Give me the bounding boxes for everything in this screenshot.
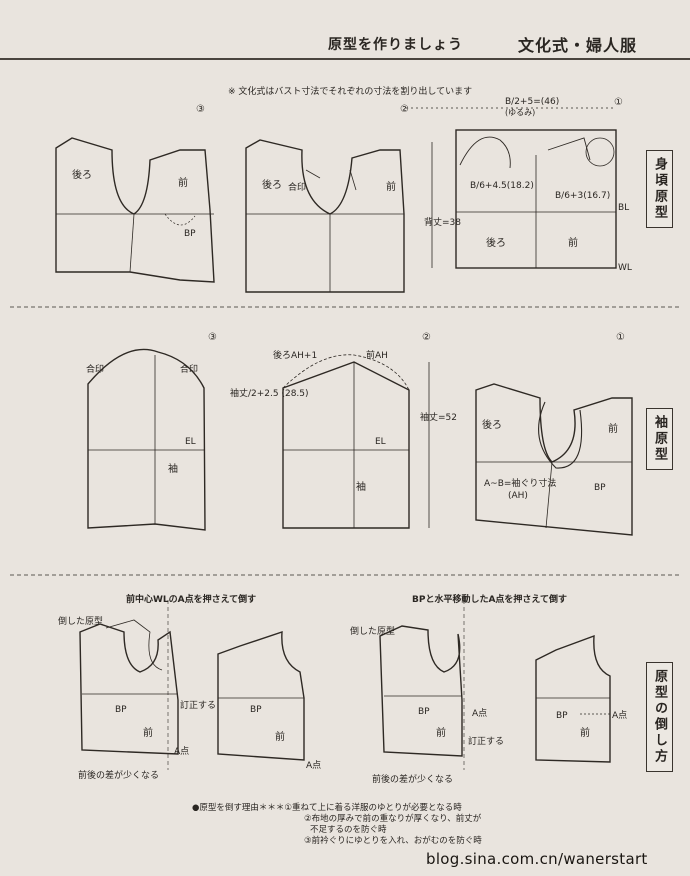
label-front: 前 [143, 726, 153, 739]
label-point-a: A点 [472, 708, 487, 719]
label-sleeve-length: 袖丈/2+2.5 (28.5) [230, 387, 309, 399]
label-front: 前 [608, 422, 618, 435]
label-correct: 訂正する [180, 699, 216, 711]
footnote: ●原型を倒す理由＊＊＊①重ねて上に着る洋服のゆとりが必要となる時 ②布地の厚みで… [192, 803, 482, 847]
label-armhole: 前AH [366, 349, 388, 361]
formula-label: B/6+3(16.7) [555, 191, 610, 201]
step-number: ① [616, 332, 625, 343]
label-front: 前 [436, 726, 446, 739]
label-bp: BP [556, 711, 568, 721]
label-seam-mark: 合印 [180, 363, 198, 375]
formula-note: (ゆるみ) [505, 108, 535, 117]
label-correct: 訂正する [468, 735, 504, 747]
footnote-line: ③前衿ぐりにゆとりを入れ、おがむのを防ぐ時 [304, 836, 482, 846]
label-front: 前 [386, 180, 396, 193]
label-bl: BL [618, 203, 629, 213]
label-armhole: 後ろAH+1 [273, 349, 317, 361]
label-back: 後ろ [72, 168, 92, 181]
footnote-line: ●原型を倒す理由＊＊＊①重ねて上に着る洋服のゆとりが必要となる時 [192, 803, 462, 813]
label-sleeve-pattern: 袖原型 [646, 408, 673, 470]
label-sleeve: 袖 [356, 480, 366, 493]
label-ah: (AH) [508, 491, 528, 501]
step-number: ③ [196, 104, 205, 115]
label-tilted: 倒した原型 [58, 615, 103, 627]
footnote-line: 不足するのを防ぐ時 [310, 825, 387, 835]
footnote-line: ②布地の厚みで前の重なりが厚くなり、前丈が [304, 814, 482, 824]
label-body-pattern: 身頃原型 [646, 150, 673, 228]
label-diff: 前後の差が少くなる [372, 773, 453, 785]
label-back: 後ろ [482, 418, 502, 431]
label-el: EL [185, 437, 196, 447]
body-step1-drawing [406, 107, 617, 269]
caption-right: BPと水平移動したA点を押さえて倒す [412, 595, 567, 605]
label-sleeve-length: 袖丈=52 [420, 411, 457, 423]
sleeve-step2-drawing [282, 354, 430, 529]
step-number: ① [614, 97, 623, 108]
label-diff: 前後の差が少くなる [78, 769, 159, 781]
label-front: 前 [178, 176, 188, 189]
header-rule [0, 58, 690, 60]
label-pattern-tilting: 原型の倒し方 [646, 662, 673, 772]
tilt-left-drawing [79, 600, 179, 770]
watermark: blog.sina.com.cn/wanerstart [426, 850, 648, 868]
label-front: 前 [568, 236, 578, 249]
label-bp: BP [250, 705, 262, 715]
formula-label: B/2+5=(46) [505, 97, 559, 107]
header-title: 文化式・婦人服 [518, 36, 638, 55]
label-tilted: 倒した原型 [350, 625, 395, 637]
label-point-a: A点 [306, 760, 321, 771]
label-bp: BP [418, 707, 430, 717]
label-point-a: A点 [612, 710, 627, 721]
label-wl: WL [618, 263, 632, 273]
sleeve-step1-drawing [475, 383, 633, 536]
body-step2-drawing [245, 139, 405, 293]
label-seam-mark: 合印 [288, 181, 306, 193]
label-bp: BP [115, 705, 127, 715]
label-bp: BP [184, 229, 196, 239]
step-number: ② [400, 104, 409, 115]
tilt-left-result [217, 631, 305, 761]
caption-left: 前中心WLのA点を押さえて倒す [126, 595, 257, 605]
label-front: 前 [275, 730, 285, 743]
label-length: 背丈=38 [424, 216, 461, 228]
label-seam-mark: 合印 [86, 363, 104, 375]
label-front: 前 [580, 726, 590, 739]
label-back: 後ろ [262, 178, 282, 191]
header-subtitle: 原型を作りましょう [328, 37, 463, 53]
formula-label: B/6+4.5(18.2) [470, 181, 534, 191]
tilt-right-drawing [379, 600, 465, 770]
step-number: ③ [208, 332, 217, 343]
tilt-right-result [535, 634, 611, 763]
sleeve-step3-drawing [87, 348, 206, 531]
body-step3-drawing [55, 137, 215, 283]
label-ab: A~B=袖ぐり寸法 [484, 477, 556, 489]
label-el: EL [375, 437, 386, 447]
page-header: 原型を作りましょう 文化式・婦人服 [0, 0, 690, 58]
label-sleeve: 袖 [168, 462, 178, 475]
label-back: 後ろ [486, 236, 506, 249]
label-bp: BP [594, 483, 606, 493]
label-point-a: A点 [174, 746, 189, 757]
step-number: ② [422, 332, 431, 343]
intro-note: ※ 文化式はバスト寸法でそれぞれの寸法を割り出しています [228, 87, 473, 97]
